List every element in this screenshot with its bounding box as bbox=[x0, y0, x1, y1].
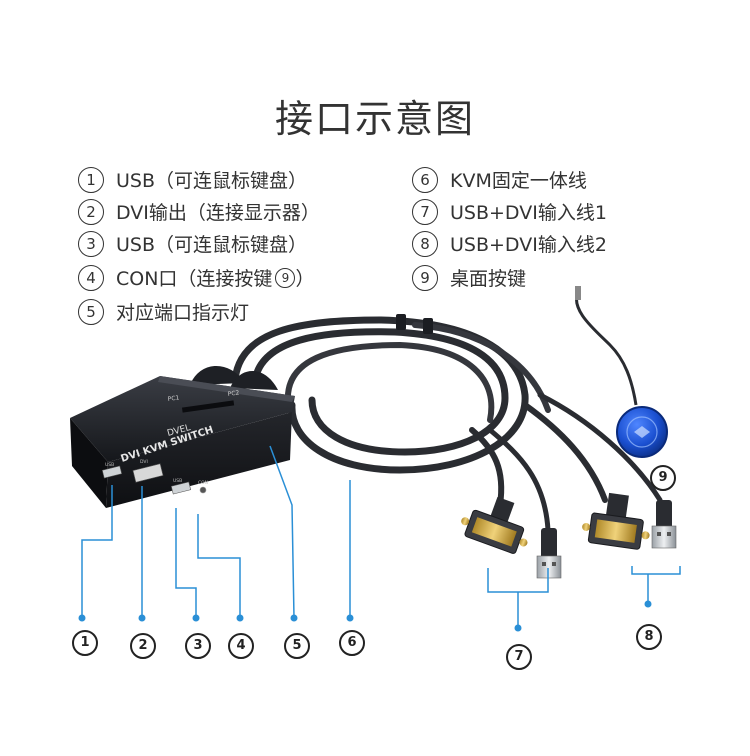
leader-dots bbox=[78, 600, 652, 632]
callout-5: 5 bbox=[284, 633, 310, 659]
page-title: 接口示意图 bbox=[274, 97, 475, 141]
kvm-device: PC1 PC2 DVEL DVI KVM SWITCH USB DVI USB … bbox=[70, 365, 295, 508]
legend-item-2: 2 DVI输出（连接显示器） bbox=[78, 198, 320, 225]
legend-text-4-close: ） bbox=[295, 268, 315, 290]
legend-num-6: 6 bbox=[412, 166, 438, 193]
device-pc1-label: PC1 bbox=[167, 394, 180, 403]
legend-text-8: USB+DVI输入线2 bbox=[450, 234, 607, 256]
legend-num-7: 7 bbox=[412, 198, 438, 225]
callout-6: 6 bbox=[339, 630, 365, 656]
legend-num-1: 1 bbox=[78, 166, 104, 193]
legend-inline-num-9: 9 bbox=[275, 267, 296, 288]
usb-plug-1 bbox=[536, 528, 562, 579]
callout-4: 4 bbox=[228, 633, 254, 659]
desktop-button bbox=[616, 406, 668, 458]
legend-num-9: 9 bbox=[412, 264, 438, 291]
legend-item-8: 8 USB+DVI输入线2 bbox=[412, 230, 607, 257]
dvi-connector-2 bbox=[582, 492, 650, 550]
legend-text-2: DVI输出（连接显示器） bbox=[116, 202, 320, 224]
cable-loops bbox=[231, 316, 663, 533]
callout-7: 7 bbox=[506, 644, 532, 670]
legend-item-4: 4 CON口（连接按键 9 ） bbox=[78, 264, 314, 291]
legend-item-3: 3 USB（可连鼠标键盘） bbox=[78, 230, 307, 257]
legend-num-2: 2 bbox=[78, 198, 104, 225]
device-pc2-label: PC2 bbox=[227, 389, 240, 398]
callout-2: 2 bbox=[130, 633, 156, 659]
front-ports: USB DVI USB CON bbox=[101, 459, 208, 495]
port-con-label: CON bbox=[198, 480, 208, 486]
callout-8: 8 bbox=[636, 624, 662, 650]
button-cable bbox=[575, 291, 638, 406]
leader-lines bbox=[81, 445, 681, 628]
legend-item-1: 1 USB（可连鼠标键盘） bbox=[78, 166, 307, 193]
legend-text-7: USB+DVI输入线1 bbox=[450, 202, 607, 224]
callout-3: 3 bbox=[185, 633, 211, 659]
legend-item-7: 7 USB+DVI输入线1 bbox=[412, 198, 607, 225]
callout-9: 9 bbox=[650, 465, 676, 491]
dvi-connector-1 bbox=[461, 496, 528, 554]
legend-item-5: 5 对应端口指示灯 bbox=[78, 298, 249, 325]
legend-text-5: 对应端口指示灯 bbox=[116, 302, 250, 324]
callout-1: 1 bbox=[72, 630, 98, 656]
legend-text-3: USB（可连鼠标键盘） bbox=[116, 234, 308, 256]
port-usb-label-2: USB bbox=[173, 478, 182, 484]
jack-plug bbox=[575, 286, 581, 300]
port-dvi-label: DVI bbox=[140, 459, 148, 465]
port-usb-label-1: USB bbox=[105, 462, 114, 468]
legend-num-4: 4 bbox=[78, 264, 104, 291]
legend-text-6: KVM固定一体线 bbox=[450, 170, 587, 192]
legend-text-1: USB（可连鼠标键盘） bbox=[116, 170, 308, 192]
legend-item-6: 6 KVM固定一体线 bbox=[412, 166, 587, 193]
legend-num-5: 5 bbox=[78, 298, 104, 325]
legend-num-8: 8 bbox=[412, 230, 438, 257]
cable-ties bbox=[396, 314, 433, 334]
legend-text-4: CON口（连接按键 bbox=[116, 268, 273, 290]
legend-text-9: 桌面按键 bbox=[450, 268, 527, 290]
usb-plug-2 bbox=[651, 500, 677, 549]
legend-item-9: 9 桌面按键 bbox=[412, 264, 526, 291]
legend-num-3: 3 bbox=[78, 230, 104, 257]
